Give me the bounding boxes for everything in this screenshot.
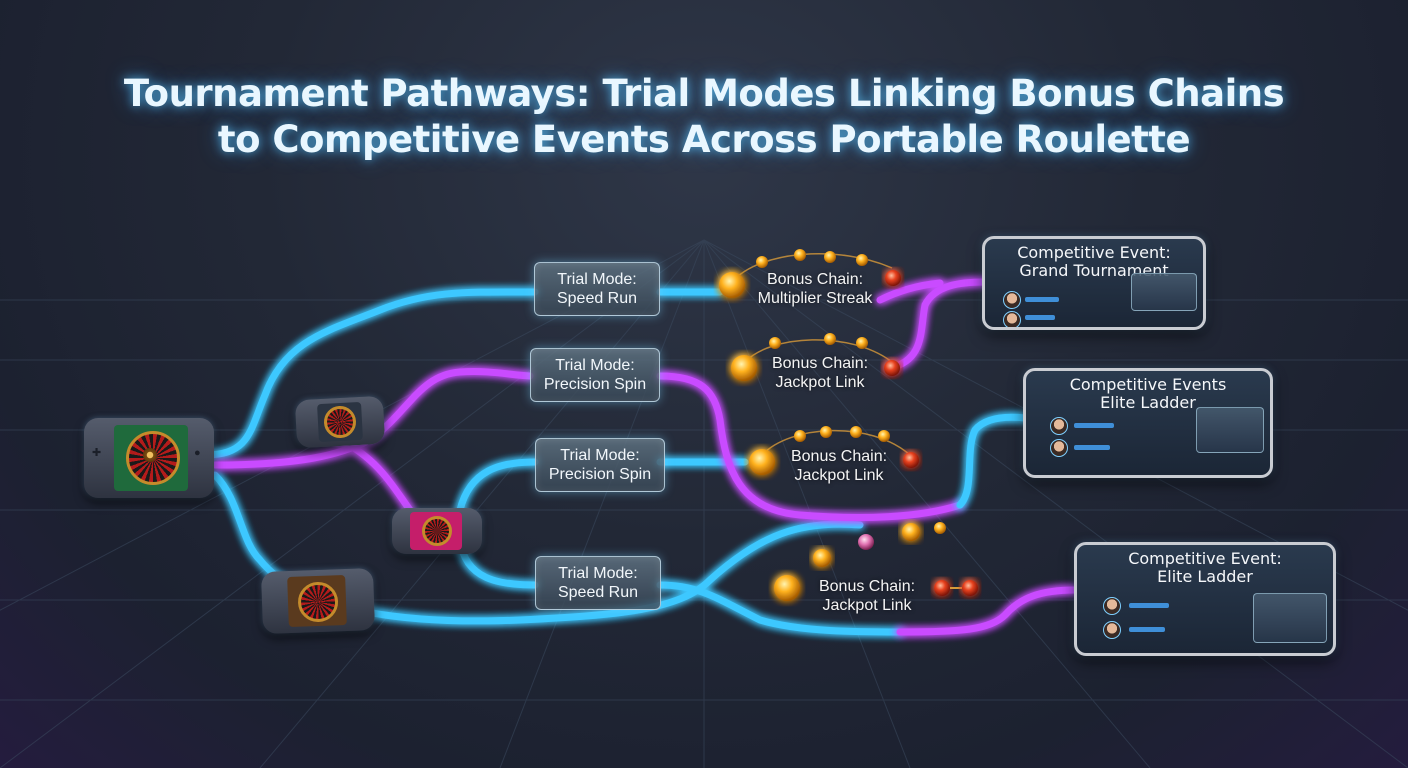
path-console-to-speed-run-top — [201, 288, 539, 459]
bracket-bar — [1074, 445, 1110, 450]
bonus-chain-3-label: Bonus Chain: Jackpot Link — [790, 448, 888, 484]
page-title-line-2: to Competitive Events Across Portable Ro… — [217, 118, 1191, 161]
floor-grid — [0, 239, 1408, 768]
trial-mode-speed-run-bottom[interactable]: Trial Mode: Speed Run — [535, 556, 661, 610]
roulette-wheel-icon — [297, 581, 339, 623]
path-console-to-mini-console — [336, 436, 414, 514]
bracket-bar — [1025, 315, 1055, 320]
trial-mode-precision-spin-top[interactable]: Trial Mode: Precision Spin — [530, 348, 660, 402]
trial-mode-precision-spin-lower[interactable]: Trial Mode: Precision Spin — [535, 438, 665, 492]
bonus-chain-2-orbs — [731, 333, 900, 381]
bonus-chain-4-orbs — [774, 522, 978, 601]
trial-mode-name: Speed Run — [557, 584, 639, 601]
leaderboard-panel — [1253, 593, 1327, 643]
trial-mode-name: Speed Run — [556, 290, 638, 307]
console-screen — [287, 575, 347, 628]
path-speed-run-bottom-out — [656, 581, 904, 636]
page-title-line-1: Tournament Pathways: Trial Modes Linking… — [123, 72, 1285, 115]
path-console-to-precision-spin-top — [211, 368, 534, 469]
path-jackpot-to-grand-tournament — [886, 278, 989, 372]
console-screen — [114, 425, 188, 491]
bonus-chain-2-label: Bonus Chain: Jackpot Link — [771, 355, 869, 391]
dpad-icon: ✚ — [92, 447, 102, 459]
event-title: Competitive Event: Elite Ladder — [1128, 549, 1282, 586]
console-screen — [317, 401, 363, 443]
player-avatar-icon — [1050, 439, 1068, 457]
trial-mode-label: Trial Mode: — [560, 447, 640, 464]
bracket-bar — [1129, 627, 1165, 632]
console-screen — [410, 512, 462, 550]
roulette-wheel-icon — [323, 405, 357, 439]
roulette-console-pink — [392, 508, 482, 554]
buttons-icon: ● — [194, 447, 201, 459]
player-avatar-icon — [1050, 417, 1068, 435]
path-console-to-speed-run-bottom — [211, 471, 864, 625]
bracket-bar — [1074, 423, 1114, 428]
stats-panel — [1131, 273, 1197, 311]
event-card-elite-ladder-top[interactable]: Competitive Events Elite Ladder — [1023, 368, 1273, 478]
trial-mode-label: Trial Mode: — [555, 357, 635, 374]
roulette-wheel-icon — [422, 516, 452, 546]
player-avatar-icon — [1103, 621, 1121, 639]
player-avatar-icon — [1003, 291, 1021, 309]
bonus-chain-3-orbs — [749, 426, 919, 475]
roulette-console-bottom — [260, 568, 376, 634]
player-avatar-icon — [1003, 311, 1021, 327]
event-title: Competitive Events Elite Ladder — [1069, 375, 1227, 412]
path-to-elite-ladder-bottom — [896, 586, 1079, 636]
trial-mode-label: Trial Mode: — [557, 271, 637, 288]
path-to-precision-spin-lower — [456, 458, 539, 514]
bonus-chain-4-label: Bonus Chain: Jackpot Link — [818, 578, 916, 614]
path-bonus-to-grand-tournament — [876, 279, 944, 304]
bonus-chain-1-label: Bonus Chain: Multiplier Streak — [757, 271, 873, 307]
event-card-grand-tournament[interactable]: Competitive Event: Grand Tournament — [982, 236, 1206, 330]
bracket-bar — [1025, 297, 1059, 302]
trial-mode-label: Trial Mode: — [558, 565, 638, 582]
bracket-bar — [1129, 603, 1169, 608]
main-roulette-console: ✚ ● — [84, 418, 214, 498]
bonus-chain-1-orbs — [719, 249, 901, 298]
path-precision-spin-top-out — [656, 372, 964, 522]
trial-mode-name: Precision Spin — [548, 466, 652, 483]
roulette-console-small-top — [294, 395, 386, 449]
path-to-elite-ladder-top — [956, 413, 1029, 509]
player-avatar-icon — [1103, 597, 1121, 615]
trial-mode-speed-run-top[interactable]: Trial Mode: Speed Run — [534, 262, 660, 316]
event-card-elite-ladder-bottom[interactable]: Competitive Event: Elite Ladder — [1074, 542, 1336, 656]
trial-mode-name: Precision Spin — [543, 376, 647, 393]
stats-panel — [1196, 407, 1264, 453]
